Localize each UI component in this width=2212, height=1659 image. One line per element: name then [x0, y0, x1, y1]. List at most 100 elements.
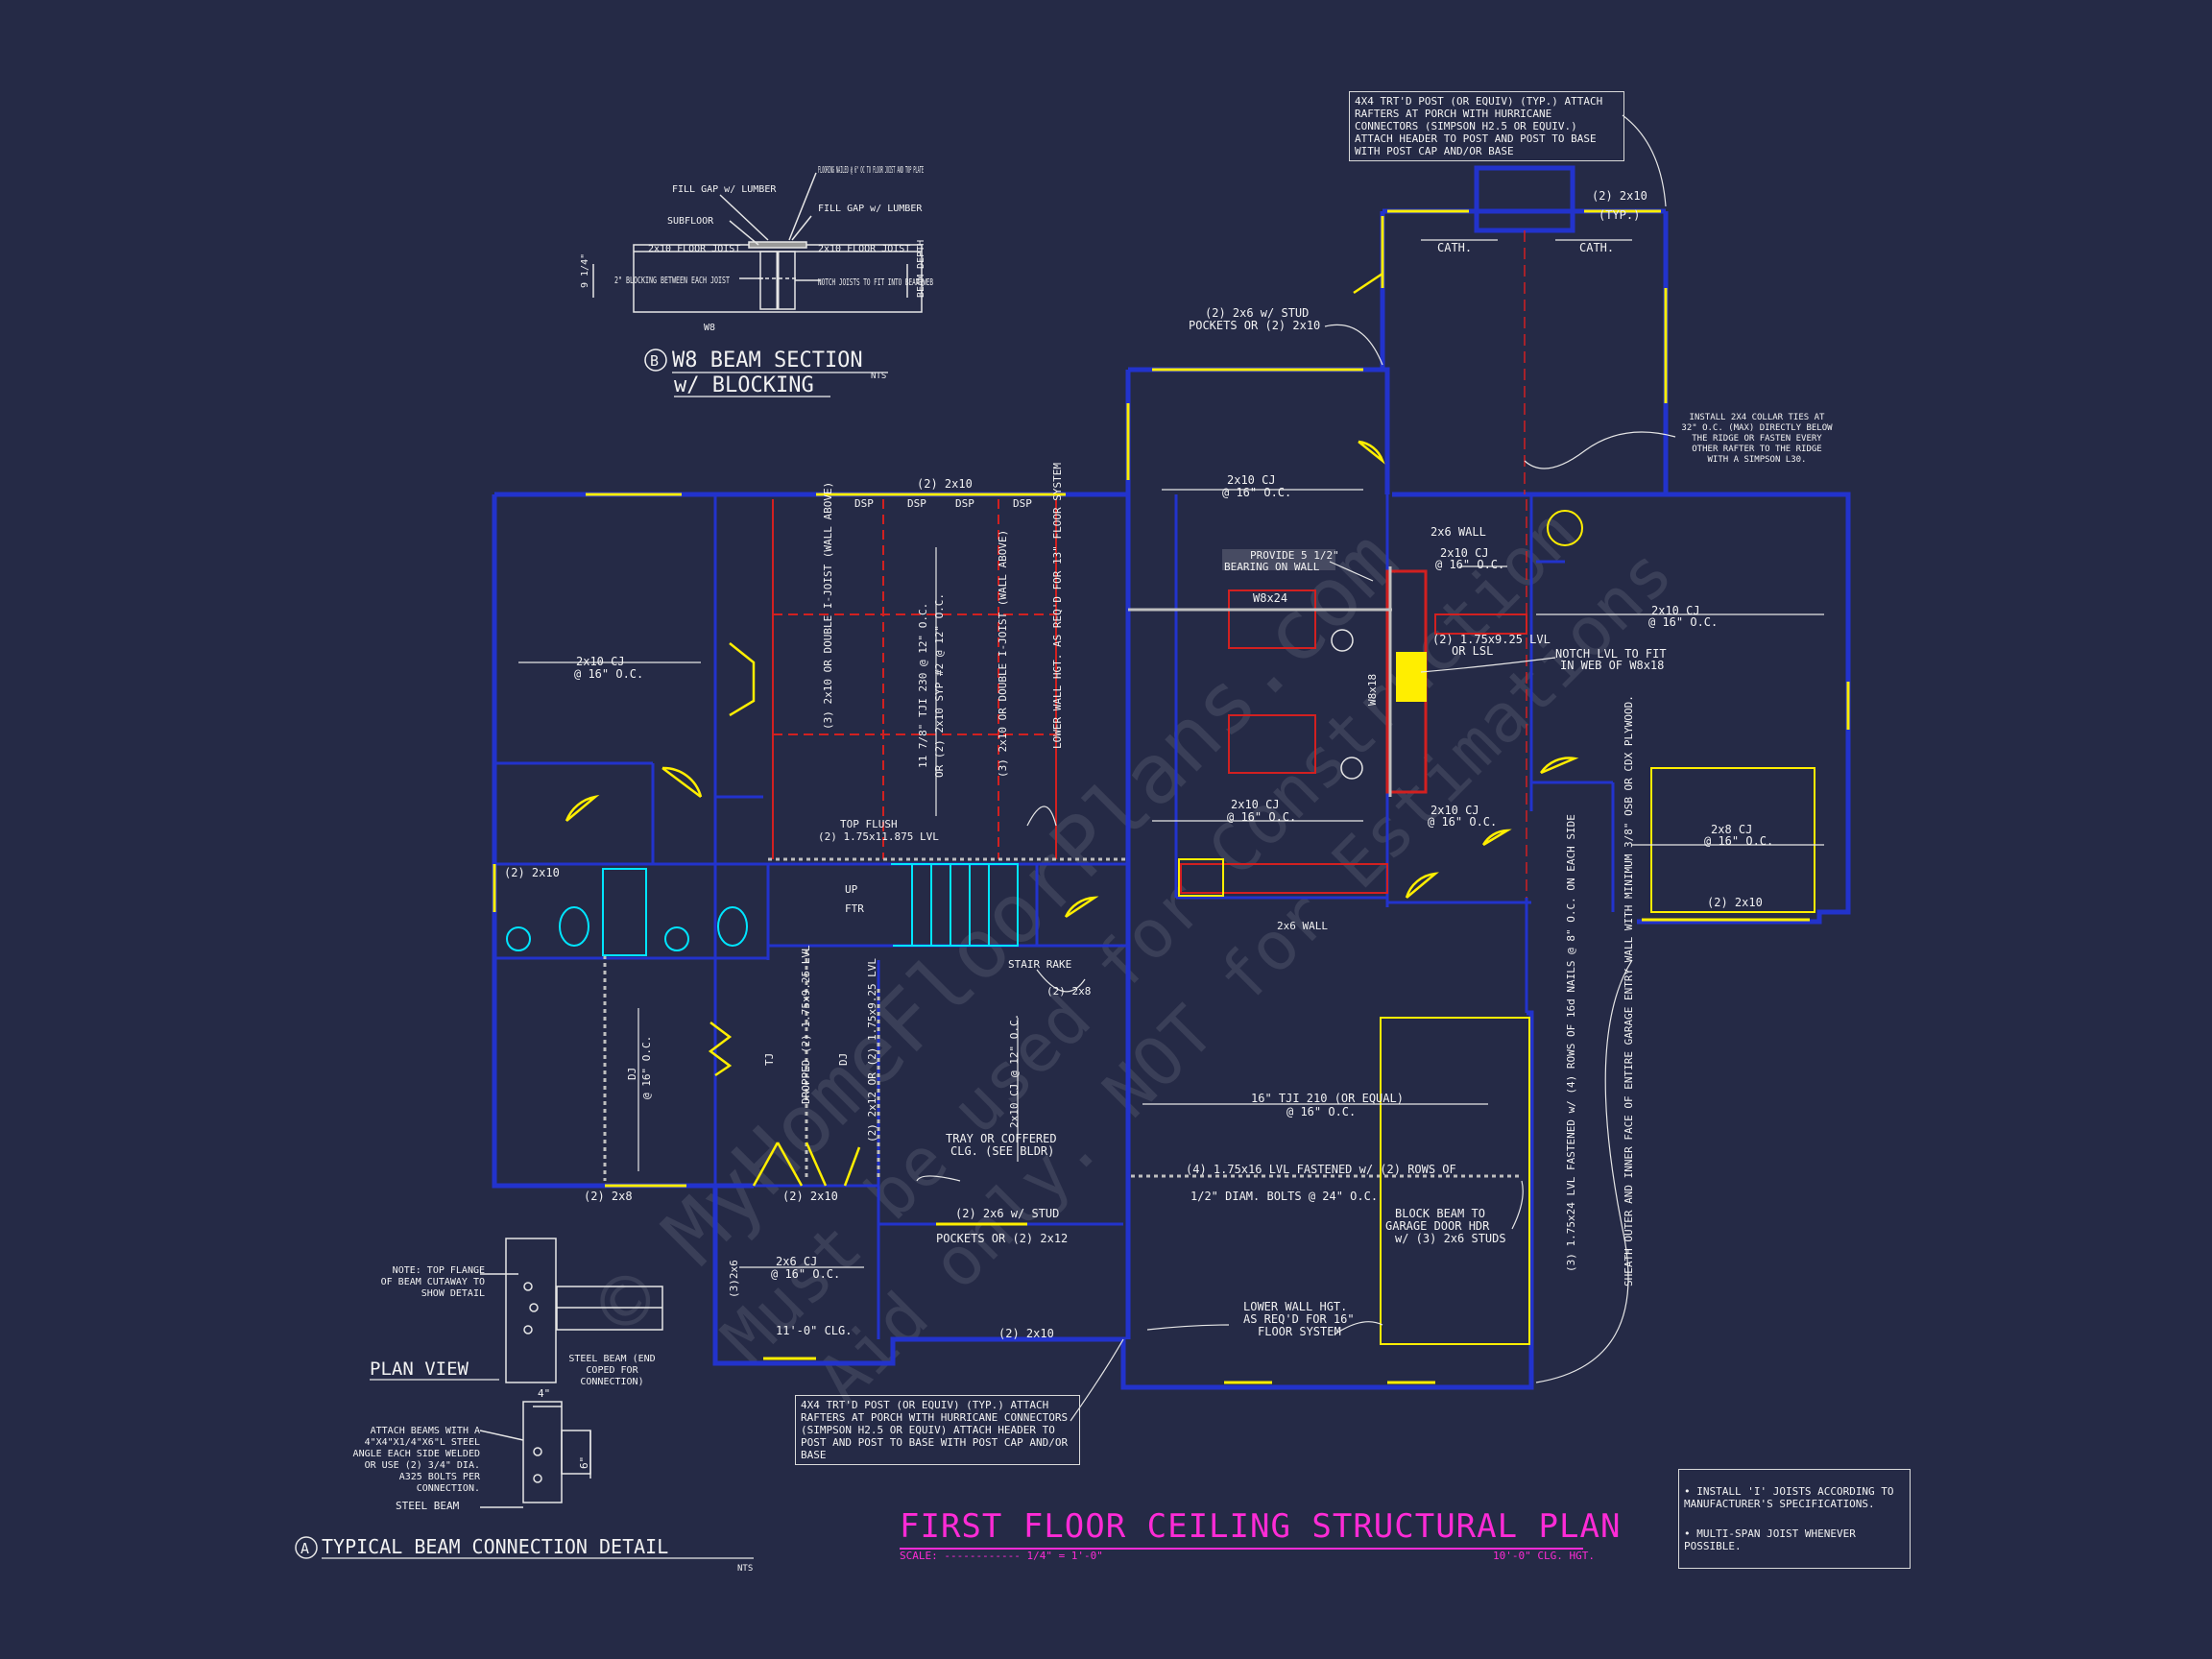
plan-label: (TYP.)	[1599, 208, 1640, 222]
label-subfloor: SUBFLOOR	[667, 216, 714, 227]
detail-marker-a	[295, 1536, 318, 1559]
plan-label: W8x24	[1253, 591, 1287, 605]
plan-label: AS REQ'D FOR 16"	[1243, 1312, 1355, 1326]
steel-beam-label: STEEL BEAM	[396, 1500, 460, 1512]
beam-connection-title: TYPICAL BEAM CONNECTION DETAIL	[322, 1535, 668, 1558]
plan-label: CLG. (SEE BLDR)	[950, 1144, 1054, 1158]
plan-label: FLOOR SYSTEM	[1258, 1325, 1341, 1338]
plan-label: IN WEB OF W8x18	[1560, 659, 1664, 672]
plan-label: 1/2" DIAM. BOLTS @ 24" O.C.	[1190, 1190, 1378, 1203]
plan-label: (2) 2x10	[1707, 896, 1763, 909]
structural-members-red	[772, 230, 1527, 898]
plan-label: POCKETS OR (2) 2x10	[1189, 319, 1320, 332]
plan-label: TJ	[763, 1053, 776, 1066]
plan-label: @ 16" O.C.	[640, 1036, 653, 1099]
plan-label: (2) 2x8	[1046, 985, 1091, 998]
plan-label: @ 16" O.C.	[1648, 615, 1718, 629]
plan-label: (2) 2x8	[584, 1190, 633, 1203]
plan-label: UP	[845, 883, 858, 896]
plan-label: 2x6 WALL	[1277, 920, 1328, 932]
plan-label: DJ	[626, 1068, 638, 1080]
plan-label: (3)2x6	[728, 1260, 740, 1298]
plan-label: DSP	[1013, 497, 1032, 510]
plan-label: (2) 2x10	[1592, 189, 1647, 203]
plan-label: STAIR RAKE	[1008, 958, 1071, 971]
label-fill-gap-1: FILL GAP w/ LUMBER	[672, 184, 777, 195]
general-note-1: • INSTALL 'I' JOISTS ACCORDING TO MANUFA…	[1684, 1485, 1894, 1510]
plan-label: DSP	[854, 497, 874, 510]
label-depth: 9 1/4"	[580, 253, 590, 288]
sheet-title: FIRST FLOOR CEILING STRUCTURAL PLAN	[900, 1507, 1622, 1546]
plan-label: (2) 2x6 w/ STUD	[1205, 306, 1309, 320]
plan-label: @ 16" O.C.	[1222, 486, 1291, 499]
beam-section-nts: NTS	[871, 372, 886, 381]
plan-label: 2x10 CJ	[1651, 604, 1700, 617]
plan-label: DSP	[907, 497, 926, 510]
porch-post-note-top: 4x4 TRT'D POST (OR EQUIV) (TYP.) ATTACH …	[1349, 91, 1624, 161]
steel-end-note: STEEL BEAM (END COPED FOR CONNECTION)	[568, 1354, 656, 1387]
label-joist-left: 2x10 FLOOR JOIST	[648, 244, 740, 254]
plan-view-label: PLAN VIEW	[370, 1358, 469, 1380]
doors	[565, 272, 1579, 1187]
plan-label: BLOCK BEAM TO	[1395, 1207, 1485, 1220]
detail-marker-a-text: A	[301, 1540, 309, 1557]
plan-label: 2x10 CJ	[1231, 798, 1280, 811]
plan-label-text: 2x10 CJ @ 16" O.C. (2) 2x6 w/ STUD POCKE…	[504, 189, 1773, 1340]
flange-note: NOTE: TOP FLANGE OF BEAM CUTAWAY TO SHOW…	[380, 1265, 485, 1299]
plan-label: 2x8 CJ	[1711, 823, 1752, 836]
collar-tie-note: INSTALL 2x4 COLLAR TIES AT 32" O.C. (MAX…	[1681, 413, 1833, 465]
fixtures	[1178, 510, 1815, 1345]
plan-markers	[1331, 629, 1363, 780]
plan-label: POCKETS OR (2) 2x12	[936, 1232, 1068, 1245]
plan-label: 11 7/8" TJI 230 @ 12" O.C.	[917, 603, 929, 768]
plan-label: 16" TJI 210 (OR EQUAL)	[1251, 1092, 1404, 1105]
plan-label: (2) 2x10	[917, 477, 973, 491]
plan-label: (3) 1.75x24 LVL FASTENED w/ (4) ROWS OF …	[1565, 814, 1577, 1272]
attach-note: ATTACH BEAMS WITH A 4"x4"x1/4"x6"L STEEL…	[352, 1426, 480, 1494]
label-notch: NOTCH JOISTS TO FIT INTO BEAM WEB	[818, 277, 933, 288]
plan-label: DROPPED (2) 1.75x9.25 LVL	[800, 945, 812, 1104]
plan-label: FTR	[845, 902, 864, 915]
plan-label: (4) 1.75x16 LVL FASTENED w/ (2) ROWS OF	[1186, 1163, 1456, 1176]
bath-fixtures	[506, 863, 1019, 956]
beam-section-detail	[592, 172, 923, 313]
joist-arrows	[518, 239, 1824, 1268]
plan-label: 11'-0" CLG.	[776, 1324, 852, 1337]
plan-label: (2) 2x6 w/ STUD	[955, 1207, 1059, 1220]
plan-label: CATH.	[1579, 241, 1614, 254]
plan-label: BEARING ON WALL	[1224, 561, 1320, 573]
plan-label: (2) 2x10	[782, 1190, 838, 1203]
plan-label: LOWER WALL HGT.	[1243, 1300, 1347, 1313]
plan-label: @ 16" O.C.	[1227, 810, 1296, 824]
plan-label: (2) 2x10	[504, 866, 560, 879]
beam-connection-detail	[479, 1238, 663, 1508]
plan-label: (2) 1.75x9.25 LVL	[1432, 633, 1551, 646]
plan-label: NOTCH LVL TO FIT	[1555, 647, 1667, 661]
sheet-ceiling-height: 10'-0" CLG. HGT.	[1493, 1550, 1595, 1562]
sheet-scale: SCALE: ------------ 1/4" = 1'-0"	[900, 1550, 1103, 1562]
plan-label: PROVIDE 5 1/2"	[1250, 549, 1339, 562]
plan-label: @ 16" O.C.	[1435, 558, 1504, 571]
beam-connection-nts: NTS	[737, 1564, 753, 1574]
beam-section-labels: FILL GAP w/ LUMBER FLOORING NAILED @ 6" …	[580, 165, 933, 397]
beam-section-title: W8 BEAM SECTION	[672, 349, 863, 373]
plan-label: 2x10 CJ @ 12" O.C.	[1008, 1014, 1021, 1128]
label-beam-depth: BEAM DEPTH	[916, 240, 926, 298]
leader-lines	[916, 114, 1676, 1422]
plan-label: (3) 2x10 OR DOUBLE I-JOIST (WALL ABOVE)	[822, 482, 834, 730]
plan-label: OR LSL	[1452, 644, 1493, 658]
plan-label: (2) 2x10	[998, 1327, 1054, 1340]
general-notes: • INSTALL 'I' JOISTS ACCORDING TO MANUFA…	[1678, 1469, 1911, 1569]
plan-label: LOWER WALL HGT. AS REQ'D FOR 13" FLOOR S…	[1051, 463, 1064, 749]
plan-label: @ 16" O.C.	[1704, 834, 1773, 848]
plan-label: TOP FLUSH	[840, 818, 898, 830]
label-blocking: 2" BLOCKING BETWEEN EACH JOIST	[614, 276, 730, 286]
plan-label: DSP	[955, 497, 974, 510]
windows	[493, 209, 1850, 1384]
plan-label: 2x6 WALL	[1431, 525, 1486, 539]
detail-marker-b	[644, 349, 667, 372]
plan-label: GARAGE DOOR HDR	[1385, 1219, 1490, 1233]
general-note-2: • MULTI-SPAN JOIST WHENEVER POSSIBLE.	[1684, 1527, 1856, 1552]
